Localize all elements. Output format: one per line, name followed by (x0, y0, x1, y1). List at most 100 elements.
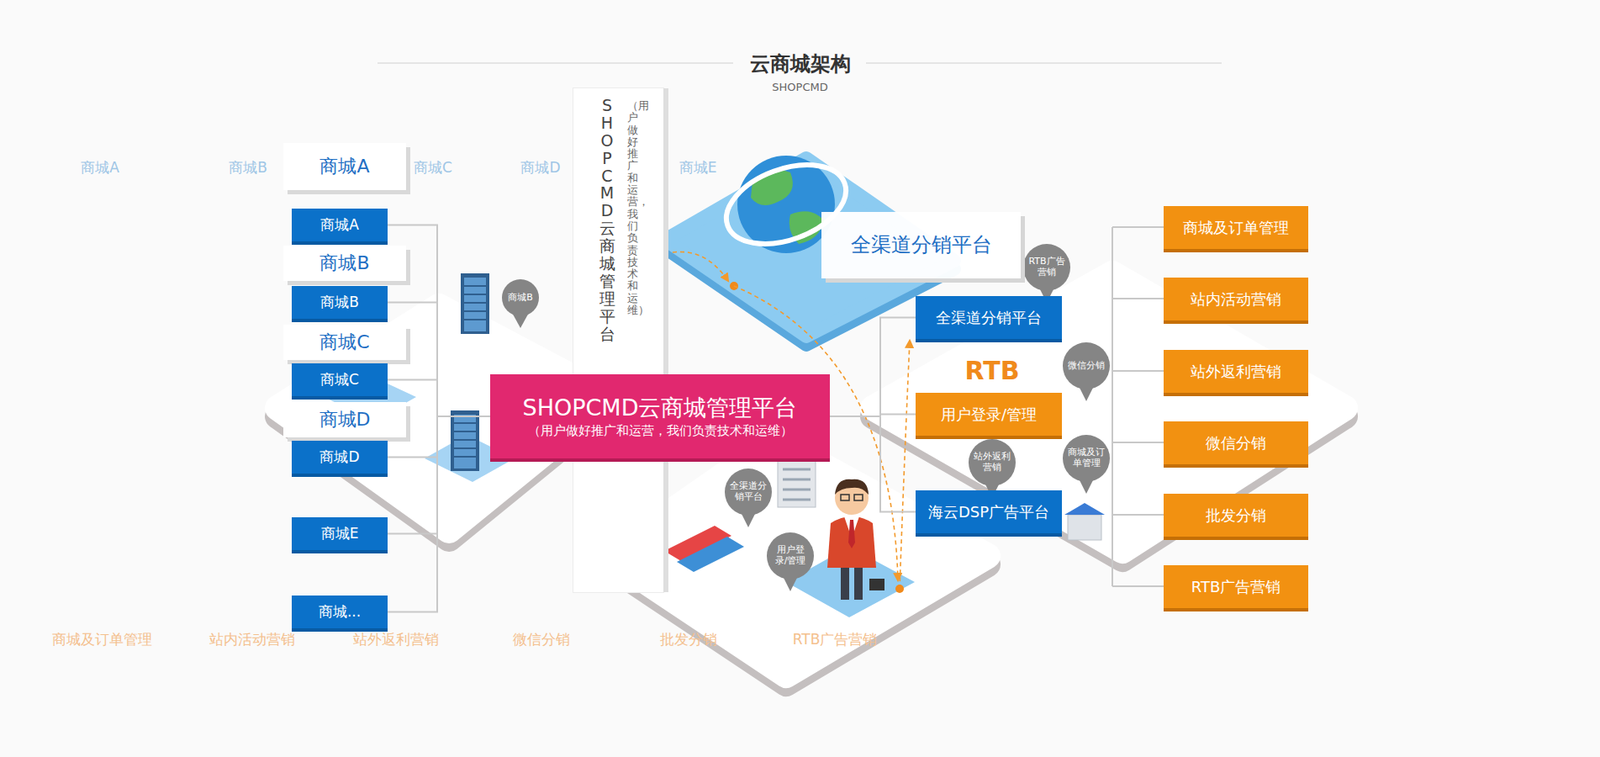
ghost-label: 商城A (80, 158, 120, 178)
center-platform (607, 438, 988, 684)
box-text: 商城D (319, 408, 371, 431)
pin-label: 全渠道分销平台 (728, 480, 768, 502)
box-text: 商城A (319, 155, 370, 178)
pin-label: RTB广告营销 (1027, 256, 1067, 278)
map-pin (781, 572, 800, 592)
ghost-label: 微信分销 (512, 629, 571, 650)
box-text: 商城C (319, 331, 370, 354)
map-pin (1077, 382, 1096, 402)
map-pin (501, 279, 539, 317)
box-text: 商城B (319, 252, 370, 275)
box-text: 批发分销 (1205, 506, 1267, 525)
feature-bracket (1112, 227, 1164, 587)
box-text: SHOPCMD云商城管理平台 (599, 96, 616, 343)
store-box: 商城A (291, 208, 388, 242)
right-platform (1067, 514, 1102, 540)
feature-box: RTB广告营销 (1163, 565, 1309, 608)
center-platform (607, 438, 988, 676)
box-text: 商城D (319, 448, 360, 465)
feature-box: 站内活动营销 (1163, 277, 1309, 321)
rtb-logo: RTB (964, 355, 1020, 386)
service-box: 全渠道分销平台 (915, 295, 1062, 339)
globe-tile (750, 169, 793, 206)
dashed-flow (899, 340, 910, 589)
globe-tile (737, 155, 835, 254)
ghost-label: 商城B (228, 158, 268, 178)
diagram-caption: SHOPCMD (0, 80, 1600, 94)
ghost-label: 商城及订单管理 (52, 629, 153, 650)
map-pin (766, 532, 814, 580)
map-pin (511, 311, 530, 328)
box-text: 站内活动营销 (1190, 290, 1282, 309)
channel-banner: 全渠道分销平台 (821, 211, 1021, 279)
box-text: RTB广告营销 (1191, 577, 1282, 597)
feature-box: 站外返利营销 (1163, 349, 1309, 393)
pin-label: 商城及订单管理 (1066, 447, 1106, 469)
bracket-connector (829, 317, 916, 418)
box-text: 全渠道分销平台 (850, 232, 993, 258)
box-text: 商城E (321, 524, 360, 542)
ghost-label: RTB广告营销 (792, 629, 878, 650)
pin-label: 微信分销 (1066, 360, 1106, 372)
businessman (854, 494, 863, 501)
tower-building (460, 273, 490, 334)
center-platform (782, 469, 811, 500)
box-subtext: （用户做好推广和运营，我们负责技术和运维） (627, 100, 639, 317)
center-platform (676, 536, 745, 572)
map-pin (1062, 434, 1110, 482)
store-tile: 商城C (283, 324, 407, 360)
store-box: 商城E (291, 517, 388, 550)
map-pin (1077, 475, 1096, 494)
map-pin (739, 508, 758, 528)
dashed-flow (672, 251, 729, 281)
box-subtext: （用户做好推广和运营，我们负责技术和运维） (528, 422, 793, 439)
box-text: 商城A (320, 216, 360, 233)
map-pin (1023, 243, 1071, 291)
feature-box: 商城及订单管理 (1163, 205, 1309, 249)
box-text: 微信分销 (1205, 433, 1267, 453)
map-pin (724, 468, 772, 516)
box-text: 商城B (320, 293, 360, 311)
service-box: 用户登录/管理 (915, 392, 1062, 436)
store-tile: 商城D (283, 401, 407, 438)
store-box: 商城... (291, 595, 388, 629)
box-text: 用户登录/管理 (940, 405, 1037, 424)
store-box: 商城B (291, 285, 388, 319)
right-platform (1064, 502, 1105, 515)
businessman (827, 516, 877, 568)
store-box: 商城C (291, 363, 388, 397)
tower-building (450, 410, 480, 471)
map-pin (1062, 342, 1110, 390)
right-platform (872, 273, 1346, 560)
platform-band: SHOPCMD云商城管理平台 （用户做好推广和运营，我们负责技术和运维） (573, 88, 664, 592)
bracket-connector (387, 416, 491, 613)
map-pin (968, 438, 1016, 486)
ghost-label: 站外返利营销 (353, 629, 439, 650)
tower-building (450, 273, 490, 471)
box-text: 商城C (320, 370, 360, 388)
service-box: 海云DSP广告平台 (915, 490, 1062, 534)
box-text: 站外返利营销 (1190, 362, 1282, 381)
box-text: 商城及订单管理 (1182, 218, 1289, 238)
box-text: SHOPCMD云商城管理平台 (522, 394, 798, 422)
platform-box: SHOPCMD云商城管理平台（用户做好推广和运营，我们负责技术和运维） (490, 374, 830, 459)
diagram-title: 云商城架构 (0, 50, 1600, 78)
businessman (827, 479, 904, 600)
businessman (840, 494, 850, 501)
businessman (834, 479, 869, 495)
tower-building (464, 277, 486, 332)
store-tile: 商城A (283, 142, 407, 191)
title-rule (377, 63, 734, 64)
businessman (895, 584, 904, 593)
bracket-connector (829, 416, 916, 513)
title-rule (866, 63, 1222, 64)
store-box: 商城D (291, 440, 388, 474)
ghost-label: 商城C (413, 158, 453, 178)
ghost-label: 商城E (679, 158, 718, 178)
tower-building (454, 422, 476, 457)
pin-label: 商城B (501, 292, 540, 304)
box-text: 海云DSP广告平台 (928, 502, 1050, 522)
box-text: 全渠道分销平台 (935, 308, 1042, 328)
feature-bracket (1112, 227, 1164, 587)
center-platform (777, 460, 816, 507)
